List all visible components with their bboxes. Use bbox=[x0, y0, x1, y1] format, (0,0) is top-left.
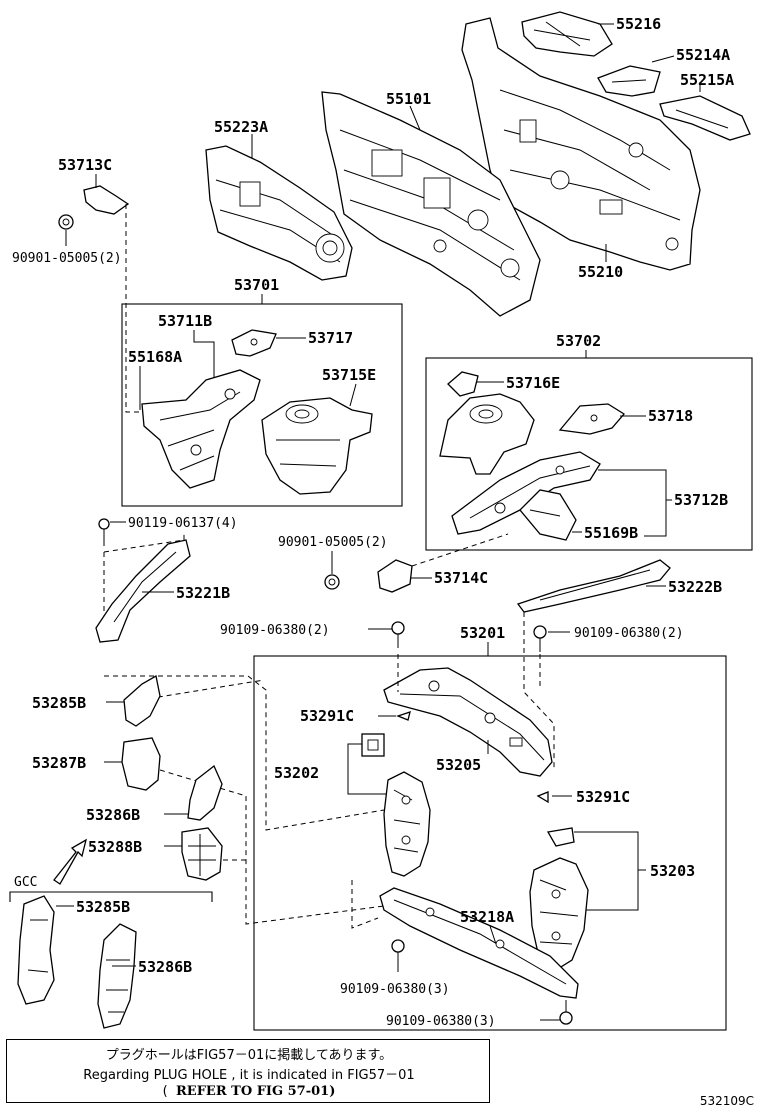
label-gcc: GCC bbox=[14, 875, 37, 890]
part-53286B-a bbox=[187, 764, 223, 821]
gcc-bracket bbox=[9, 891, 213, 902]
part-53714C bbox=[377, 559, 413, 593]
label-55215A: 55215A bbox=[680, 71, 734, 89]
part-53205 bbox=[383, 667, 553, 777]
note-line-en: Regarding PLUG HOLE , it is indicated in… bbox=[83, 1068, 415, 1083]
bolt-90109-d bbox=[559, 1000, 573, 1025]
note-line-ref: ( REFER TO FIG 57-01) bbox=[7, 1084, 491, 1099]
part-53285B-b bbox=[17, 895, 55, 1005]
label-53218A: 53218A bbox=[460, 908, 514, 926]
part-53711B bbox=[141, 369, 261, 489]
label-53285B-a: 53285B bbox=[32, 694, 86, 712]
label-90109-c: 90109-06380(3) bbox=[340, 982, 450, 997]
note-line-jp: プラグホールはFIG57－01に掲載してあります。 bbox=[105, 1048, 393, 1063]
part-53712B bbox=[451, 451, 601, 535]
part-53718 bbox=[558, 403, 625, 435]
label-53286B-a: 53286B bbox=[86, 806, 140, 824]
part-53222B bbox=[516, 559, 671, 613]
label-53714C: 53714C bbox=[434, 569, 488, 587]
part-55210 bbox=[461, 17, 701, 271]
part-53202 bbox=[383, 771, 431, 877]
group-box-53201 bbox=[253, 655, 727, 1031]
bolt-90109-c bbox=[391, 939, 405, 972]
figure-code: 532109C bbox=[699, 1094, 754, 1108]
part-55101 bbox=[321, 91, 541, 317]
part-53202-bracket bbox=[361, 733, 385, 757]
part-53221B bbox=[95, 539, 191, 643]
part-55169B bbox=[519, 489, 577, 541]
part-53285B-a bbox=[123, 674, 161, 727]
label-53205: 53205 bbox=[436, 756, 481, 774]
label-53222B: 53222B bbox=[668, 578, 722, 596]
label-53716E: 53716E bbox=[506, 374, 560, 392]
part-55223A bbox=[205, 145, 353, 281]
label-55169B: 55169B bbox=[584, 524, 638, 542]
part-53715E bbox=[261, 397, 373, 495]
arrow-icon bbox=[53, 838, 88, 885]
label-55216: 55216 bbox=[616, 15, 661, 33]
label-53203: 53203 bbox=[650, 862, 695, 880]
label-53712B: 53712B bbox=[674, 491, 728, 509]
bolt-90109-b bbox=[533, 625, 547, 652]
part-53702-housing bbox=[439, 393, 535, 475]
label-53201: 53201 bbox=[460, 624, 505, 642]
part-55215A bbox=[659, 95, 751, 141]
label-53286B-b: 53286B bbox=[138, 958, 192, 976]
label-55223A: 55223A bbox=[214, 118, 268, 136]
label-55168A: 55168A bbox=[128, 348, 182, 366]
label-53715E: 53715E bbox=[322, 366, 376, 384]
note-ref-text: REFER TO FIG 57-01) bbox=[175, 1084, 336, 1099]
label-90109-a: 90109-06380(2) bbox=[220, 623, 330, 638]
bolt-90901-a bbox=[58, 214, 74, 230]
bolt-90901-b bbox=[324, 574, 340, 590]
bolt-90109-a bbox=[391, 621, 405, 648]
label-90901-b: 90901-05005(2) bbox=[278, 535, 388, 550]
part-53713C bbox=[83, 185, 130, 215]
part-53287B bbox=[121, 737, 161, 791]
label-55214A: 55214A bbox=[676, 46, 730, 64]
label-53701: 53701 bbox=[234, 276, 279, 294]
part-53291C-b bbox=[536, 791, 549, 804]
group-box-53701 bbox=[121, 303, 403, 507]
part-53203 bbox=[529, 827, 589, 971]
label-53287B: 53287B bbox=[32, 754, 86, 772]
label-53717: 53717 bbox=[308, 329, 353, 347]
label-90109-d: 90109-06380(3) bbox=[386, 1014, 496, 1029]
label-53288B: 53288B bbox=[88, 838, 142, 856]
label-53718: 53718 bbox=[648, 407, 693, 425]
part-53717 bbox=[231, 329, 277, 357]
group-box-53702 bbox=[425, 357, 753, 551]
part-53716E bbox=[447, 371, 479, 397]
label-90901-a: 90901-05005(2) bbox=[12, 251, 122, 266]
label-53291C-b: 53291C bbox=[576, 788, 630, 806]
label-53202: 53202 bbox=[274, 764, 319, 782]
note-box: プラグホールはFIG57－01に掲載してあります。 Regarding PLUG… bbox=[6, 1039, 490, 1103]
label-53702: 53702 bbox=[556, 332, 601, 350]
label-55101: 55101 bbox=[386, 90, 431, 108]
label-53221B: 53221B bbox=[176, 584, 230, 602]
label-53285B-b: 53285B bbox=[76, 898, 130, 916]
part-53288B bbox=[181, 827, 223, 881]
bolt-90119 bbox=[98, 518, 110, 546]
label-53713C: 53713C bbox=[58, 156, 112, 174]
part-53286B-b bbox=[97, 923, 137, 1029]
part-55216 bbox=[521, 11, 613, 57]
label-53711B: 53711B bbox=[158, 312, 212, 330]
label-53291C-a: 53291C bbox=[300, 707, 354, 725]
label-90109-b: 90109-06380(2) bbox=[574, 626, 684, 641]
part-53291C-a bbox=[396, 711, 411, 721]
part-53218A bbox=[379, 887, 579, 999]
note-ref-open: ( bbox=[162, 1084, 168, 1099]
label-55210: 55210 bbox=[578, 263, 623, 281]
part-55214A bbox=[597, 65, 661, 97]
label-90119: 90119-06137(4) bbox=[128, 516, 238, 531]
